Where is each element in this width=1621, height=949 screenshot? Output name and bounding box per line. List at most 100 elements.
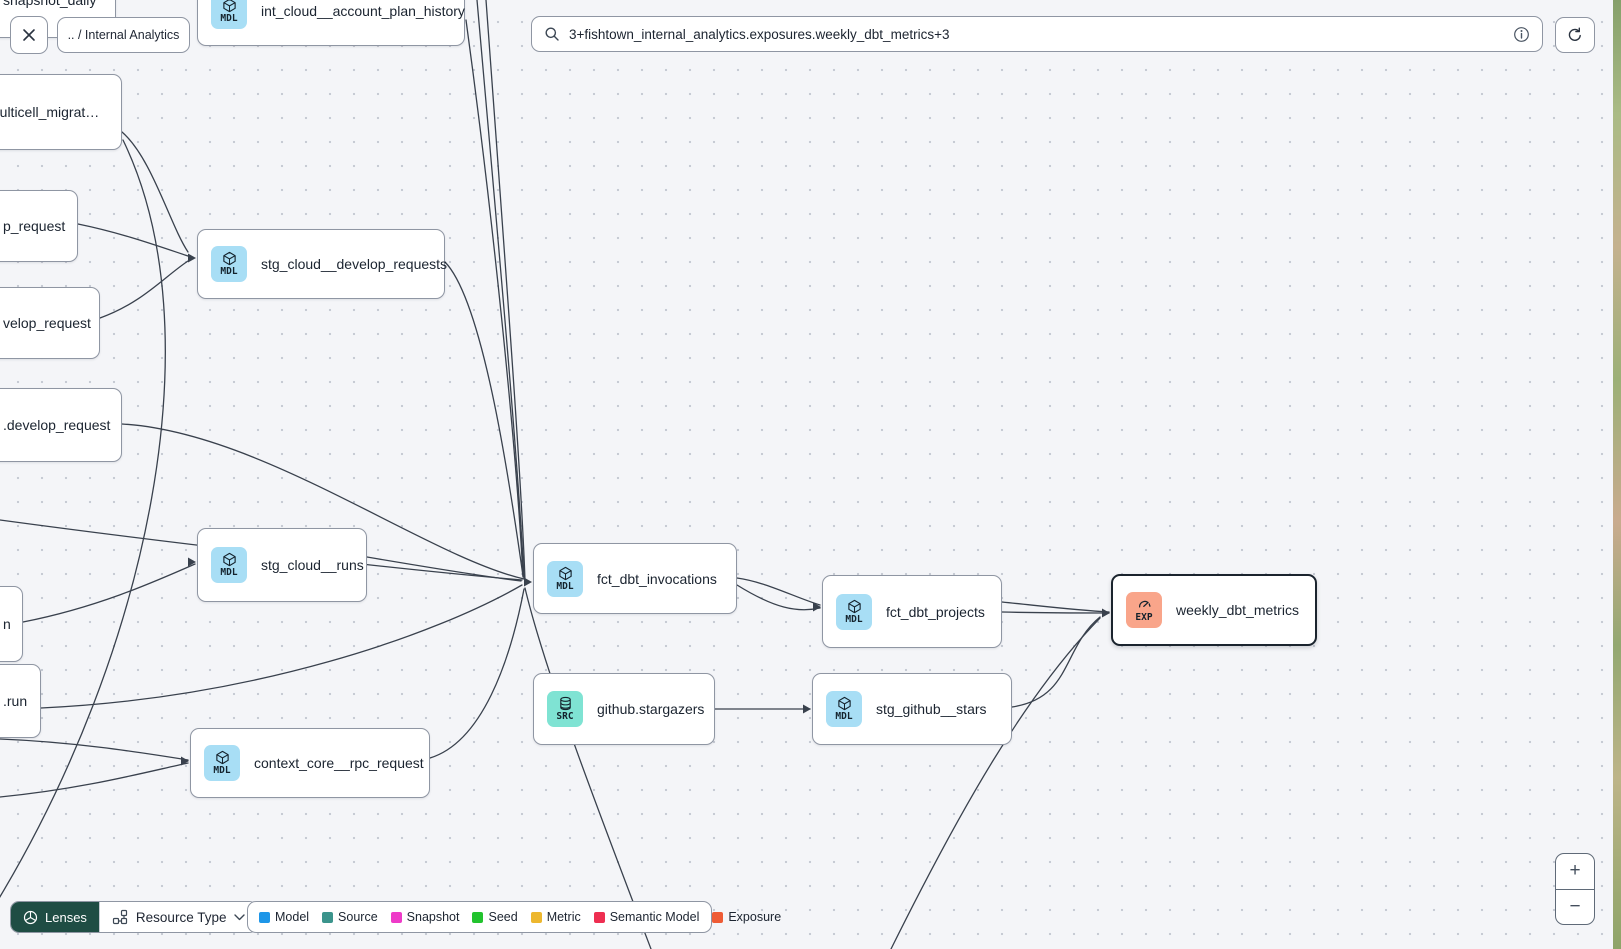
edge-arrowhead	[181, 756, 189, 766]
edge-n_node-to-stg_cloud__runs	[22, 563, 196, 623]
badge-text: MDL	[835, 711, 853, 723]
node-label: snapshot_daily	[3, 0, 97, 8]
resource-type-dropdown[interactable]: Resource Type	[98, 902, 258, 932]
model-cube-icon	[837, 696, 852, 711]
graph-node-github_stargazers[interactable]: SRC github.stargazers	[533, 673, 715, 745]
graph-node-develop_request[interactable]: .develop_request	[0, 388, 122, 462]
source-badge: SRC	[547, 691, 583, 727]
exposure-gauge-icon	[1137, 597, 1152, 612]
breadcrumb[interactable]: .. / Internal Analytics	[57, 17, 190, 53]
model-badge: MDL	[204, 745, 240, 781]
zoom-controls: + −	[1555, 853, 1595, 925]
edge-arrowhead	[1102, 608, 1110, 618]
legend-swatch	[530, 911, 542, 923]
model-badge: MDL	[836, 593, 872, 630]
node-label: stg_cloud__runs	[261, 557, 364, 573]
legend-swatch	[259, 911, 270, 923]
lenses-button[interactable]: Lenses	[11, 902, 99, 932]
badge-text: MDL	[220, 567, 238, 579]
node-label: stg_cloud__develop_requests	[261, 256, 448, 272]
node-label: github.stargazers	[597, 701, 705, 717]
zoom-out-button[interactable]: −	[1569, 895, 1581, 917]
edge-fct_dbt_invocations-to-fct_dbt_projects	[736, 584, 821, 611]
edge-arrowhead	[524, 577, 532, 587]
legend-item-model: Model	[259, 910, 309, 924]
node-label: multicell_migrat…	[0, 104, 100, 120]
edge-p_request-to-stg_cloud__develop_requests	[77, 223, 189, 257]
edge-fct_dbt_invocations-to-fct_dbt_projects	[736, 577, 821, 606]
node-label: stg_github__stars	[876, 701, 987, 717]
edge-arrowhead	[188, 557, 196, 567]
edge-stg_cloud__runs-to-fct_dbt_invocations	[366, 556, 522, 582]
close-button[interactable]	[10, 16, 48, 54]
node-label: velop_request	[3, 315, 91, 331]
search-icon	[545, 27, 559, 41]
legend-item-semantic-model: Semantic Model	[593, 910, 700, 924]
graph-node-multicell_migrat[interactable]: multicell_migrat…	[0, 74, 122, 150]
source-database-icon	[558, 696, 573, 711]
node-label: fct_dbt_invocations	[597, 570, 717, 587]
legend-item-metric: Metric	[530, 910, 581, 924]
badge-text: MDL	[845, 613, 863, 625]
badge-text: SRC	[556, 711, 574, 723]
graph-node-stg_cloud__develop_requests[interactable]: MDL stg_cloud__develop_requests	[197, 229, 448, 299]
lens-aperture-icon	[23, 910, 38, 924]
resource-type-icon	[112, 909, 128, 925]
edge-arrowhead	[803, 704, 811, 714]
node-label: weekly_dbt_metrics	[1176, 602, 1299, 618]
badge-text: EXP	[1135, 612, 1153, 624]
legend-label: Snapshot	[406, 910, 460, 924]
badge-text: MDL	[220, 266, 238, 278]
search-input[interactable]	[569, 26, 1504, 42]
graph-node-run_node[interactable]: .run	[0, 664, 41, 738]
edge-offscreen_left_3-to-context_core__rpc_request	[0, 762, 189, 798]
breadcrumb-label: .. / Internal Analytics	[67, 28, 180, 42]
refresh-icon	[1568, 27, 1581, 41]
edge-offscreen_bottom_2-to-weekly_dbt_metrics	[890, 617, 1101, 949]
edge-stg_cloud__develop_requests-to-fct_dbt_invocations	[444, 261, 524, 577]
graph-node-n_node[interactable]: n	[0, 586, 23, 662]
resource-type-legend: Model Source Snapshot Seed Metric Semantic Mo…	[247, 901, 781, 933]
graph-node-stg_cloud__runs[interactable]: MDL stg_cloud__runs	[197, 528, 367, 602]
zoom-in-button[interactable]: +	[1556, 854, 1594, 890]
model-cube-icon	[215, 750, 230, 765]
edge-multicell_migrat-to-offscreen_bottom_left	[0, 139, 166, 898]
close-icon	[23, 29, 35, 41]
node-label: .develop_request	[3, 417, 111, 433]
graph-node-p_request[interactable]: p_request	[0, 190, 78, 262]
graph-node-fct_dbt_invocations[interactable]: MDL fct_dbt_invocations	[533, 543, 737, 614]
exposure-badge: EXP	[1126, 592, 1162, 628]
legend-label: Metric	[546, 910, 581, 924]
lenses-pill: Lenses Resource Type	[10, 901, 259, 933]
graph-node-stg_github__stars[interactable]: MDL stg_github__stars	[812, 673, 1012, 745]
graph-node-velop_request[interactable]: velop_request	[0, 287, 100, 359]
legend-item-source: Source	[322, 910, 378, 924]
legend-item-seed: Seed	[472, 910, 518, 924]
legend-label: Semantic Model	[609, 910, 700, 924]
search-bar[interactable]	[531, 16, 1543, 52]
legend-label: Seed	[488, 910, 518, 924]
desktop-wallpaper-edge	[1613, 0, 1621, 949]
graph-node-weekly_dbt_metrics[interactable]: EXP weekly_dbt_metrics	[1111, 574, 1317, 646]
badge-text: MDL	[556, 580, 574, 592]
node-label: p_request	[3, 218, 66, 234]
refresh-button[interactable]	[1555, 17, 1595, 53]
legend-label: Exposure	[728, 910, 782, 924]
edge-stg_github__stars-to-weekly_dbt_metrics	[1011, 616, 1101, 708]
resource-type-label: Resource Type	[135, 909, 227, 925]
model-badge: MDL	[211, 547, 247, 583]
info-icon[interactable]	[1513, 26, 1530, 43]
edge-run_node-to-fct_dbt_invocations	[40, 584, 523, 709]
model-badge: MDL	[211, 0, 247, 29]
legend-item-exposure: Exposure	[712, 910, 781, 924]
model-cube-icon	[558, 566, 573, 581]
edge-offscreen_top_1-to-fct_dbt_invocations	[476, 0, 525, 579]
node-label: n	[3, 616, 11, 632]
model-cube-icon	[222, 552, 237, 567]
edge-context_core__rpc_request-to-fct_dbt_invocations	[429, 588, 525, 759]
legend-swatch	[712, 911, 724, 923]
edge-int_cloud__account_plan_history-to-fct_dbt_invocations	[465, 19, 524, 578]
